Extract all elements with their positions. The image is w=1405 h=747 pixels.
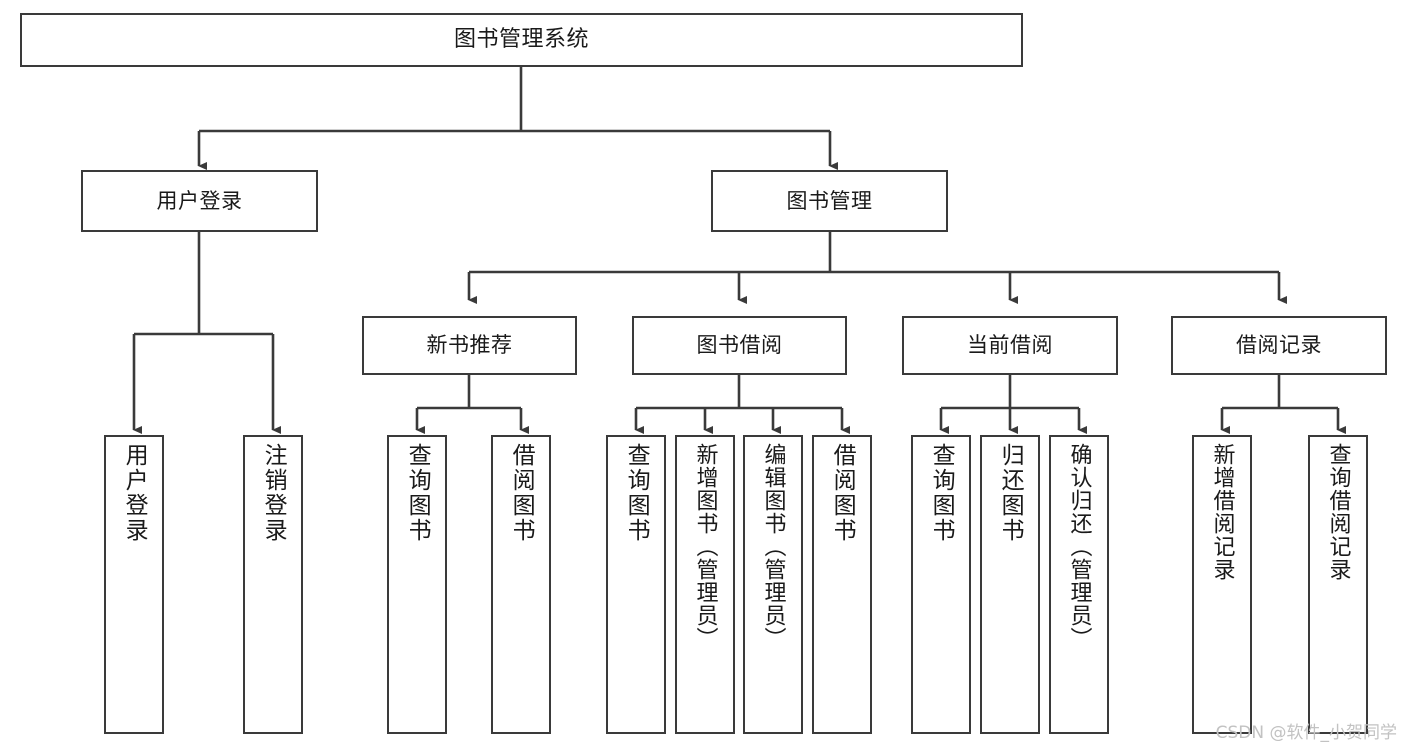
node-label: 编辑图书（管理员）: [760, 443, 786, 650]
node-book-management[interactable]: 图书管理: [711, 170, 948, 232]
node-label: 查询图书: [623, 443, 650, 543]
leaf-add-book-admin[interactable]: 新增图书（管理员）: [675, 435, 735, 734]
leaf-user-login[interactable]: 用户登录: [104, 435, 164, 734]
node-new-book-recommend[interactable]: 新书推荐: [362, 316, 577, 375]
node-user-login[interactable]: 用户登录: [81, 170, 318, 232]
node-borrow-records[interactable]: 借阅记录: [1171, 316, 1387, 375]
node-label: 用户登录: [156, 188, 243, 213]
node-label: 归还图书: [997, 443, 1024, 543]
node-label: 新增借阅记录: [1209, 443, 1235, 581]
node-label: 新增图书（管理员）: [692, 443, 718, 650]
node-book-borrow[interactable]: 图书借阅: [632, 316, 847, 375]
node-current-borrow[interactable]: 当前借阅: [902, 316, 1118, 375]
leaf-query-books-borrow[interactable]: 查询图书: [606, 435, 666, 734]
leaf-query-books-current[interactable]: 查询图书: [911, 435, 971, 734]
node-label: 查询图书: [404, 443, 431, 543]
node-label: 图书管理系统: [453, 27, 589, 53]
node-label: 借阅图书: [829, 443, 856, 543]
leaf-return-books[interactable]: 归还图书: [980, 435, 1040, 734]
node-label: 确认归还（管理员）: [1066, 443, 1092, 650]
leaf-add-borrow-record[interactable]: 新增借阅记录: [1192, 435, 1252, 734]
leaf-query-borrow-record[interactable]: 查询借阅记录: [1308, 435, 1368, 734]
node-label: 查询图书: [928, 443, 955, 543]
node-label: 借阅记录: [1236, 333, 1322, 358]
node-label: 图书借阅: [696, 333, 783, 358]
leaf-confirm-return-admin[interactable]: 确认归还（管理员）: [1049, 435, 1109, 734]
node-label: 当前借阅: [967, 333, 1053, 358]
leaf-edit-book-admin[interactable]: 编辑图书（管理员）: [743, 435, 803, 734]
node-label: 新书推荐: [426, 333, 513, 358]
node-root-system[interactable]: 图书管理系统: [20, 13, 1023, 67]
node-label: 查询借阅记录: [1325, 443, 1351, 581]
leaf-query-books-recommend[interactable]: 查询图书: [387, 435, 447, 734]
node-label: 注销登录: [260, 443, 287, 543]
node-label: 借阅图书: [508, 443, 535, 543]
node-label: 用户登录: [121, 443, 148, 543]
leaf-borrow-books[interactable]: 借阅图书: [812, 435, 872, 734]
leaf-logout[interactable]: 注销登录: [243, 435, 303, 734]
leaf-borrow-books-recommend[interactable]: 借阅图书: [491, 435, 551, 734]
watermark-text: CSDN @软件_小贺同学: [1215, 723, 1397, 743]
node-label: 图书管理: [786, 188, 873, 213]
